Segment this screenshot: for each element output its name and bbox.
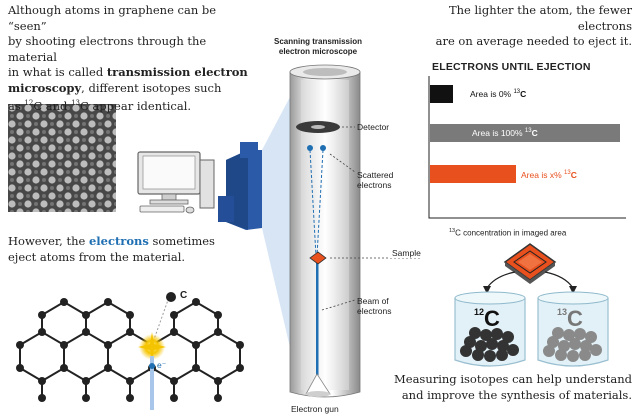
beaker-c13-superscript: 13: [557, 307, 568, 317]
beaker-c12-superscript: 12: [474, 307, 485, 317]
leader-lines: [321, 126, 420, 311]
microscope-title: Scanning transmission electron microscop…: [264, 37, 372, 57]
microscope-title-line-1: Scanning transmission: [273, 37, 363, 46]
arrow-right-head: [569, 286, 577, 294]
arrow-left-head: [483, 286, 491, 294]
scattered-electrons: [307, 145, 326, 257]
bar-label-0-sup: 13: [513, 89, 521, 96]
intro-bold-2: microscopy: [8, 80, 82, 95]
microscope-console: [218, 142, 262, 230]
eject-line-1: However, the: [8, 234, 89, 248]
intro-line-2: by shooting electrons through the materi…: [8, 34, 207, 64]
beam-label: Beam of electrons: [357, 296, 392, 316]
measuring-line-2: and improve the synthesis of materials.: [401, 387, 632, 402]
bar-label-0-post: C: [520, 89, 527, 99]
microscope-column: [289, 64, 361, 398]
eject-paragraph: However, the electrons sometimes eject a…: [8, 234, 248, 265]
beaker-c13-letter: C: [567, 306, 583, 331]
detector-label: Detector: [357, 122, 390, 132]
eject-line-2: eject atoms from the material.: [8, 249, 186, 264]
intro-line-3: in what is called: [8, 65, 107, 79]
chart-bars: [430, 85, 620, 183]
electron-beam: [316, 262, 319, 378]
chart-axes: [428, 76, 626, 219]
bar-label-2-post: C: [570, 170, 577, 180]
x-axis-label-text: C concentration in imaged area: [455, 228, 567, 238]
beaker-c13-label: 13C: [557, 308, 583, 330]
c13-superscript: 13: [71, 99, 80, 107]
lighter-line-2: are on average needed to eject it.: [435, 34, 632, 48]
bar-label-0: Area is 0% 13C: [470, 89, 526, 99]
carbon-atom-label: C: [180, 290, 188, 301]
c12-superscript: 12: [24, 99, 34, 107]
detector: [296, 121, 340, 133]
lighter-paragraph: The lighter the atom, the fewer electron…: [392, 3, 632, 50]
chart-title: ELECTRONS UNTIL EJECTION: [432, 61, 591, 73]
bar-label-2: Area is x% 13C: [521, 170, 577, 180]
bar-label-1: Area is 100% 13C: [472, 128, 538, 138]
x-axis-label-sup: 13: [449, 228, 456, 234]
bar-label-0-text: Area is 0%: [470, 89, 514, 99]
electron-label: e⁻: [157, 360, 167, 370]
tem-micrograph: [8, 104, 116, 212]
intro-line-5-post: C appear identical.: [80, 98, 192, 113]
bar-label-1-post: C: [531, 128, 538, 138]
chart-x-axis-label: 13C concentration in imaged area: [449, 228, 566, 238]
bar-label-2-text: Area is x%: [521, 170, 564, 180]
intro-line-5-pre: as: [8, 98, 25, 113]
eject-line-1-post: sometimes: [148, 234, 215, 248]
scattered-label: Scattered electrons: [357, 170, 393, 190]
bar-label-2-sup: 13: [564, 170, 571, 177]
beaker-c12-label: 12C: [474, 308, 500, 330]
scattered-label-line-2: electrons: [357, 180, 392, 190]
electron-gun-label: Electron gun: [291, 404, 339, 414]
beaker-c13: [537, 291, 609, 367]
sample-label: Sample: [390, 248, 423, 258]
intro-line-1: Although atoms in graphene can be “seen”: [8, 3, 217, 33]
sample-enlarged: [503, 243, 557, 284]
electrons-word: electrons: [88, 234, 149, 248]
ejection-event: [138, 292, 176, 410]
beaker-c12-letter: C: [484, 306, 500, 331]
chart-bar-0: [430, 85, 453, 103]
chart-bar-1: [430, 124, 620, 142]
microscope-title-line-2: electron microscope: [278, 47, 358, 56]
electron-gun: [305, 373, 331, 397]
beam-label-line-1: Beam of: [357, 296, 389, 306]
beaker-c12: [454, 291, 526, 367]
measuring-paragraph: Measuring isotopes can help understand a…: [392, 372, 632, 403]
computer-icon: [137, 151, 215, 214]
lighter-line-1: The lighter the atom, the fewer electron…: [448, 3, 632, 33]
chart-bar-2: [430, 165, 516, 183]
intro-paragraph: Although atoms in graphene can be “seen”…: [8, 3, 248, 114]
intro-bold-1: transmission electron: [106, 65, 248, 79]
scattered-label-line-1: Scattered: [357, 170, 394, 180]
beam-label-line-2: electrons: [357, 306, 392, 316]
bar-label-1-sup: 13: [524, 128, 532, 135]
measuring-line-1: Measuring isotopes can help understand: [393, 372, 632, 386]
sample-in-column: [309, 251, 327, 265]
bar-label-1-text: Area is 100%: [472, 128, 525, 138]
intro-line-4: , different isotopes such: [81, 80, 222, 95]
graphene-atoms: [16, 298, 244, 402]
intro-line-5-mid: C and: [33, 98, 72, 113]
